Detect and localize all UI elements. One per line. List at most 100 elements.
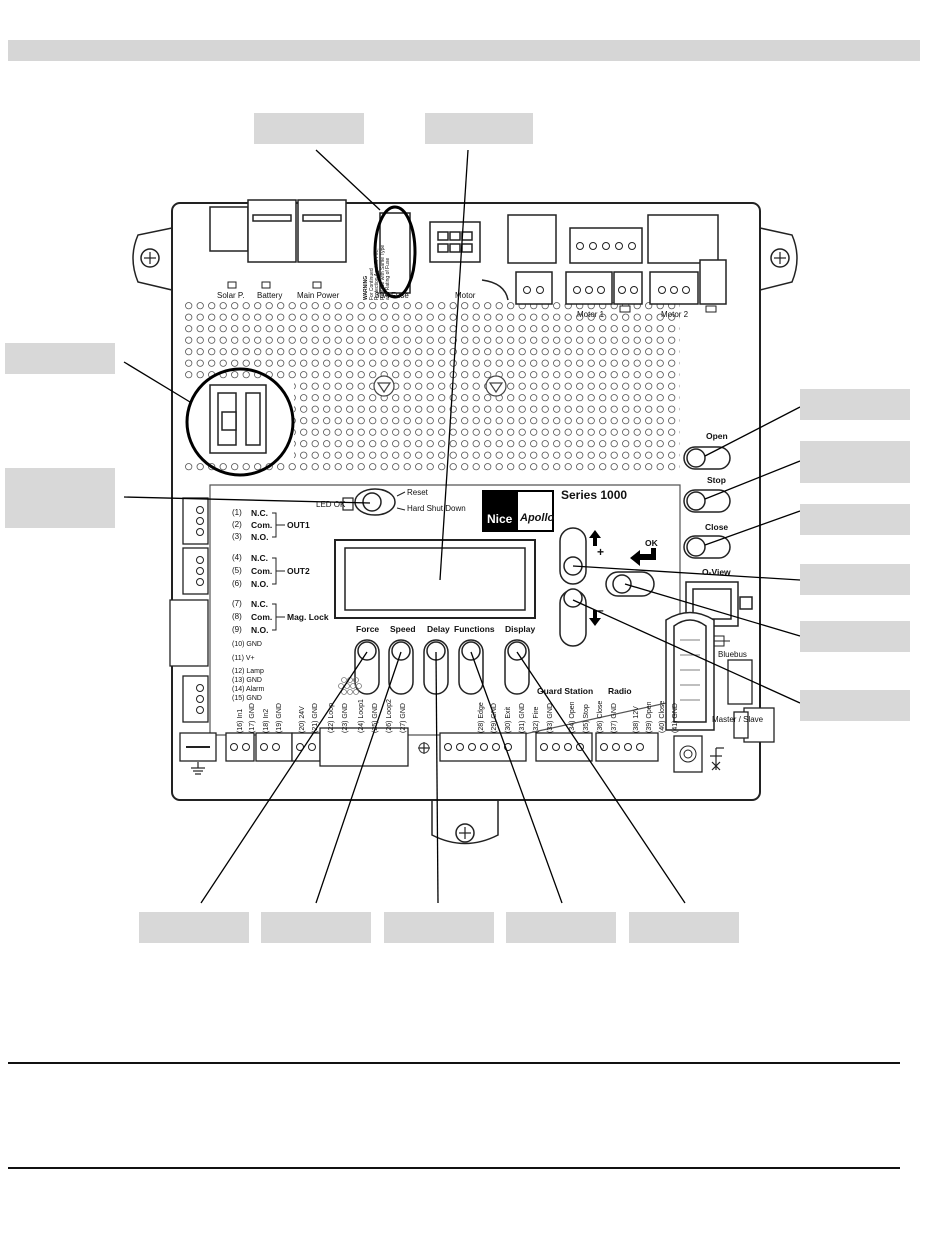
out1-term-num-2: (2)	[232, 520, 242, 529]
terminal-label: (35) Stop	[583, 704, 590, 733]
terminal-label: (33) GND	[547, 703, 554, 733]
terminal-label: (37) GND	[611, 703, 618, 733]
label-motor2: Motor 2	[661, 310, 689, 319]
footer-rule-bottom	[8, 1167, 900, 1169]
series-label: Series 1000	[561, 488, 628, 502]
label-bluebus: Bluebus	[718, 650, 747, 659]
label-stop: Stop	[707, 475, 726, 485]
label-solar: Solar P.	[217, 291, 245, 300]
terminal-label: (31) GND	[519, 703, 526, 733]
label-motor: Motor	[455, 291, 476, 300]
out2-no: N.O.	[251, 579, 269, 589]
label-reset: Reset	[407, 488, 428, 497]
mounting-ears	[132, 227, 798, 845]
callout-down	[800, 690, 910, 721]
terminal-label: (23) GND	[342, 703, 349, 733]
terminal-label: (39) Open	[646, 701, 653, 733]
plus-symbol: +	[597, 545, 605, 559]
label-battery: Battery	[257, 291, 283, 300]
label-guard-station: Guard Station	[537, 686, 594, 696]
out2-nc: N.C.	[251, 553, 268, 563]
out1-label: OUT1	[287, 520, 310, 530]
callout-display-button	[629, 912, 739, 943]
out1-term-num-1: (1)	[232, 508, 242, 517]
label-o-view: O-View	[702, 567, 731, 577]
right-control-buttons	[683, 446, 753, 627]
mag-nc: N.C.	[251, 599, 268, 609]
label-hard-shutdown: Hard Shut Down	[407, 504, 466, 513]
term-12-lamp: (12) Lamp	[232, 668, 264, 675]
callout-fuse	[254, 113, 364, 144]
callout-close	[800, 504, 910, 535]
callout-led-ok	[5, 468, 115, 528]
terminal-label: (40) Close	[659, 700, 666, 733]
callout-display	[425, 113, 533, 144]
terminal-label: (22) Loop	[328, 703, 335, 733]
terminal-label: (24) Loop1	[358, 699, 365, 733]
label-radio: Radio	[608, 686, 632, 696]
fuse-warning-text: WARNING For Continued Protection Against…	[363, 244, 391, 300]
term-14-alarm: (14) Alarm	[232, 686, 265, 693]
out1-com: Com.	[251, 520, 273, 530]
callout-speed	[261, 912, 371, 943]
terminal-label: (30) Exit	[505, 706, 512, 733]
label-functions: Functions	[454, 624, 495, 634]
label-force: Force	[356, 624, 380, 634]
out1-term-num-3: (3)	[232, 532, 242, 541]
terminal-label: (16) In1	[237, 708, 244, 733]
term-10-gnd: (10) GND	[232, 641, 262, 648]
callout-up	[800, 564, 910, 595]
fuse-holder	[209, 384, 267, 454]
terminal-label: (26) Loop2	[386, 699, 393, 733]
mag-term-num-8: (8)	[232, 612, 242, 621]
out2-com: Com.	[251, 566, 273, 576]
terminal-label: (36) Close	[597, 700, 604, 733]
left-terminal-strips	[169, 497, 209, 723]
brand-nice: Nice	[487, 512, 513, 526]
terminal-label: (32) Fire	[533, 706, 540, 733]
label-master-slave: Master / Slave	[712, 715, 764, 724]
mag-no: N.O.	[251, 625, 269, 635]
label-led-ok: LED OK	[316, 500, 346, 509]
mag-term-num-7: (7)	[232, 599, 242, 608]
out1-no: N.O.	[251, 532, 269, 542]
mag-com: Com.	[251, 612, 273, 622]
mag-lock-label: Mag. Lock	[287, 612, 329, 622]
terminal-label: (38) 12V	[633, 706, 640, 733]
out2-label: OUT2	[287, 566, 310, 576]
out1-nc: N.C.	[251, 508, 268, 518]
callout-force	[139, 912, 249, 943]
out2-term-num-4: (4)	[232, 553, 242, 562]
footer-rule-top	[8, 1062, 900, 1064]
callout-delay	[384, 912, 494, 943]
leader-lines	[123, 149, 801, 904]
ok-label: OK	[645, 538, 658, 548]
callout-functions	[506, 912, 616, 943]
label-close: Close	[705, 522, 729, 532]
brand-apollo: Apollo	[520, 512, 555, 524]
header-bar	[8, 40, 920, 61]
terminal-label: (20) 24V	[299, 706, 306, 733]
terminal-label: (25) GND	[372, 703, 379, 733]
label-fuse: 30A Fuse	[375, 291, 409, 300]
fuse-holder-circle	[185, 367, 295, 477]
mag-term-num-9: (9)	[232, 625, 242, 634]
label-delay: Delay	[427, 624, 450, 634]
callout-stop	[800, 441, 910, 483]
term-15-gnd: (15) GND	[232, 695, 262, 702]
terminal-label: (18) In2	[263, 708, 270, 733]
terminal-label: (17) GND	[249, 703, 256, 733]
out2-term-num-5: (5)	[232, 566, 242, 575]
label-open: Open	[706, 431, 728, 441]
terminal-label: (41) GND	[672, 703, 679, 733]
terminal-label: (28) Edge	[478, 702, 485, 733]
label-speed: Speed	[390, 624, 416, 634]
term-13-gnd: (13) GND	[232, 677, 262, 684]
label-display: Display	[505, 624, 536, 634]
callout-ok	[800, 621, 910, 652]
label-main-power: Main Power	[297, 291, 340, 300]
terminal-label: (19) GND	[276, 703, 283, 733]
out2-term-num-6: (6)	[232, 579, 242, 588]
terminal-label: (34) Open	[569, 701, 576, 733]
